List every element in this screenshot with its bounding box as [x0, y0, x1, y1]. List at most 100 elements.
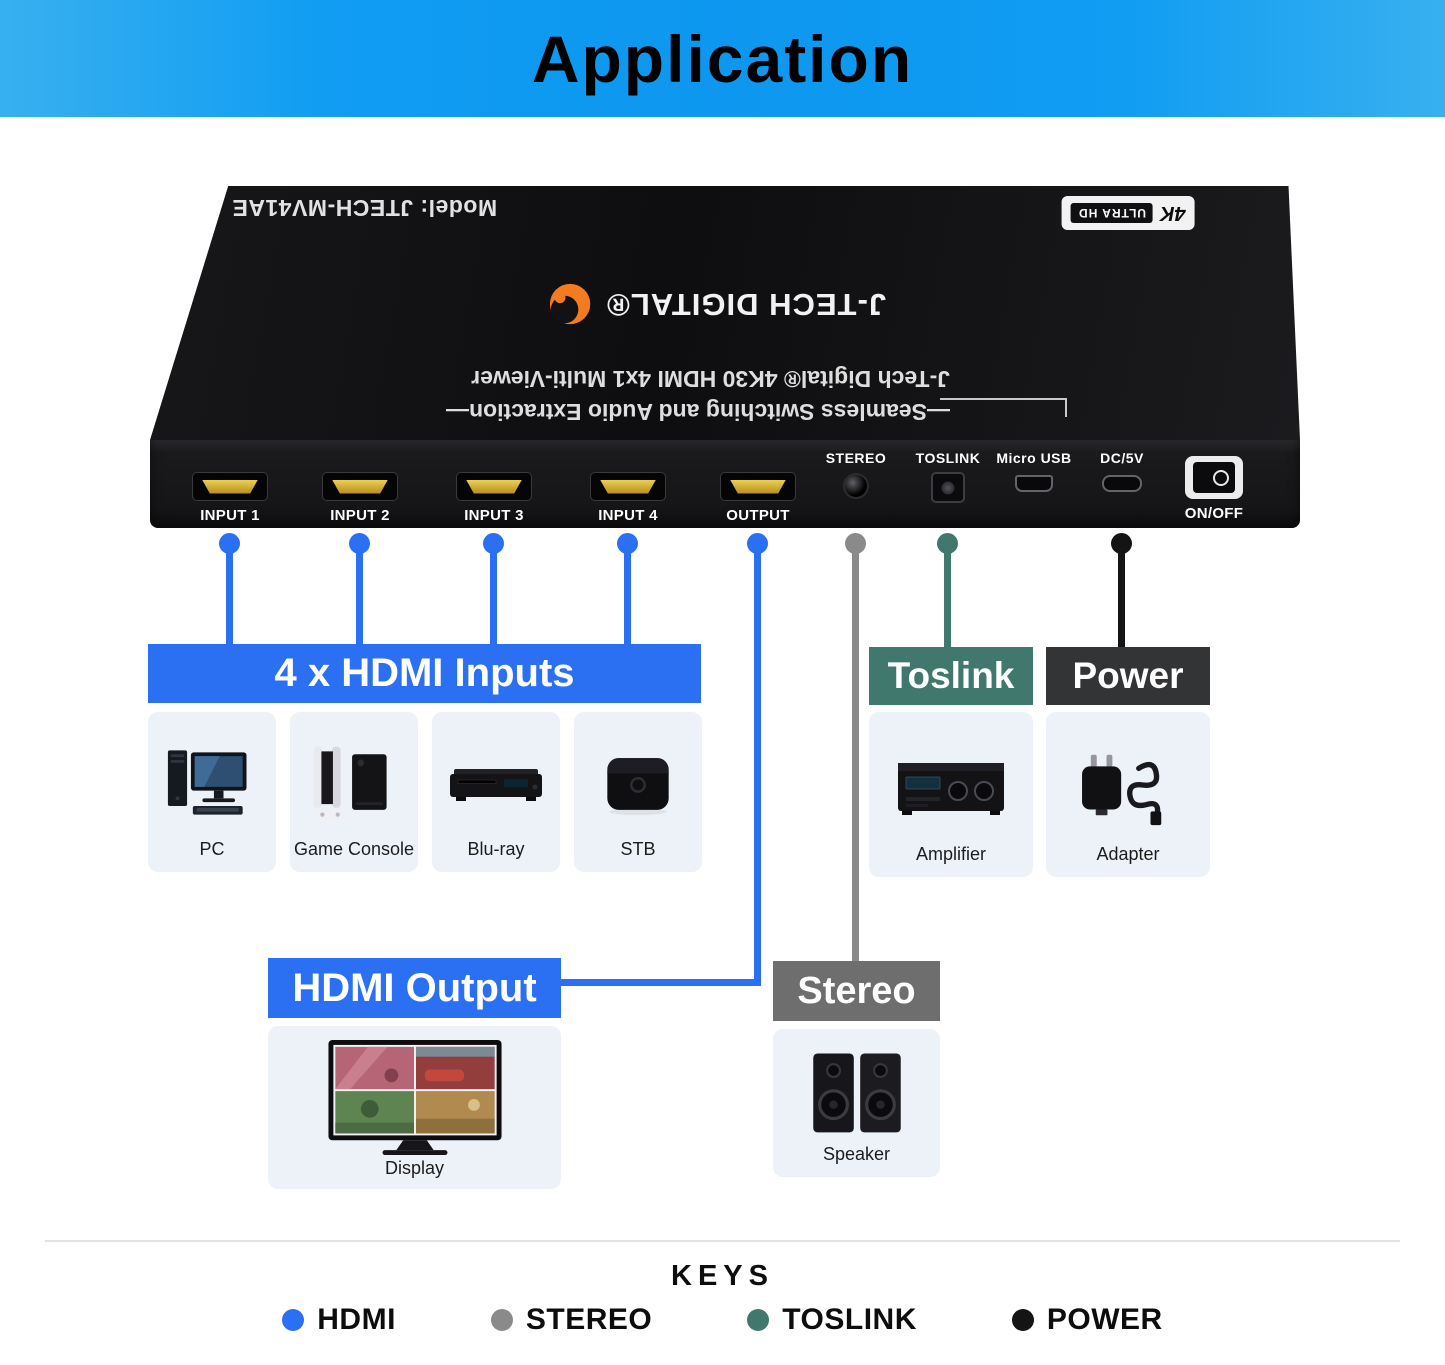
card-label-game-console: Game Console	[293, 839, 415, 859]
legend-dot-toslink-icon	[747, 1309, 770, 1331]
hdmi-connector-icon	[456, 472, 532, 501]
hdmi-connector-icon	[192, 472, 268, 501]
port-label-input-4: INPUT 4	[598, 507, 658, 524]
rocker-switch-icon	[1185, 456, 1243, 499]
legend-label-power: POWER	[1046, 1303, 1163, 1336]
bluray-player-icon	[444, 726, 548, 839]
legend-item-power: POWER	[1011, 1303, 1163, 1337]
card-amplifier: Amplifier	[869, 712, 1033, 877]
banner-hdmi-inputs-label: 4 x HDMI Inputs	[274, 651, 575, 695]
banner-power-label: Power	[1072, 655, 1184, 696]
hdmi-port-input-2: INPUT 2	[312, 440, 408, 524]
port-label-input-1: INPUT 1	[200, 507, 260, 524]
connector-line-input-1	[226, 550, 233, 646]
device-top-face: Model: JTECH-MV41AE 4K ULTRA HD J-TECH D…	[150, 186, 1300, 440]
dc5v-port: DC/5V	[1074, 440, 1170, 492]
connector-line-stereo	[852, 550, 859, 965]
speaker-icon	[809, 1043, 905, 1144]
description-bracket-line	[940, 398, 1067, 417]
card-display: Display	[268, 1026, 561, 1189]
stereo-jack-icon	[843, 473, 869, 499]
footer-divider	[45, 1240, 1400, 1242]
keys-legend: HDMI STEREO TOSLINK POWER	[0, 1303, 1445, 1337]
header-banner: Application	[0, 0, 1445, 117]
badge-ultrahd-text: ULTRA HD	[1071, 203, 1153, 223]
card-label-stb: STB	[620, 839, 656, 859]
legend-label-toslink: TOSLINK	[782, 1303, 917, 1336]
brand-lockup: J-TECH DIGITAL®	[548, 282, 886, 326]
card-label-amplifier: Amplifier	[915, 844, 986, 864]
banner-stereo: Stereo	[773, 961, 940, 1021]
connector-line-input-3	[490, 550, 497, 646]
card-game-console: Game Console	[290, 712, 418, 872]
hdmi-port-input-3: INPUT 3	[446, 440, 542, 524]
device-image: Model: JTECH-MV41AE 4K ULTRA HD J-TECH D…	[150, 186, 1300, 532]
legend-item-hdmi: HDMI	[282, 1303, 396, 1337]
connector-line-output-vertical	[754, 550, 761, 986]
banner-toslink-label: Toslink	[887, 655, 1015, 696]
banner-hdmi-output-label: HDMI Output	[292, 965, 537, 1010]
hdmi-port-input-1: INPUT 1	[182, 440, 278, 524]
multiview-display-icon	[324, 1040, 506, 1158]
banner-hdmi-inputs: 4 x HDMI Inputs	[148, 644, 701, 703]
card-label-display: Display	[384, 1158, 445, 1178]
legend-label-hdmi: HDMI	[317, 1303, 396, 1336]
legend-dot-stereo-icon	[490, 1309, 513, 1331]
card-speaker: Speaker	[773, 1029, 940, 1177]
card-stb: STB	[574, 712, 702, 872]
card-label-adapter: Adapter	[1096, 844, 1160, 864]
port-label-micro-usb: Micro USB	[996, 450, 1072, 466]
connector-line-power	[1118, 550, 1125, 650]
device-front-face: INPUT 1 INPUT 2 INPUT 3 INPUT 4 OUTPUT S…	[150, 440, 1300, 528]
card-adapter: Adapter	[1046, 712, 1210, 877]
toslink-port: TOSLINK	[900, 440, 996, 503]
banner-hdmi-output: HDMI Output	[268, 958, 561, 1018]
port-label-input-3: INPUT 3	[464, 507, 524, 524]
stereo-jack-port: STEREO	[808, 440, 904, 499]
connector-dot-power	[1111, 533, 1132, 554]
connector-dot-output	[747, 533, 768, 554]
connector-line-toslink	[944, 550, 951, 650]
port-label-toslink: TOSLINK	[915, 450, 981, 466]
page-title: Application	[531, 21, 914, 96]
hdmi-port-input-4: INPUT 4	[580, 440, 676, 524]
connector-dot-toslink	[937, 533, 958, 554]
device-description-subtitle: —Seamless Switching and Audio Extraction…	[446, 399, 950, 425]
port-label-dc5v: DC/5V	[1100, 450, 1144, 466]
4k-ultrahd-badge: 4K ULTRA HD	[1062, 196, 1195, 230]
power-switch: ON/OFF	[1166, 440, 1262, 522]
card-label-pc: PC	[199, 839, 225, 859]
hdmi-connector-icon	[322, 472, 398, 501]
banner-stereo-label: Stereo	[797, 969, 916, 1012]
banner-power: Power	[1046, 647, 1210, 705]
connector-dot-stereo	[845, 533, 866, 554]
connector-line-input-2	[356, 550, 363, 646]
legend-label-stereo: STEREO	[525, 1303, 653, 1336]
port-label-on-off: ON/OFF	[1184, 505, 1244, 522]
pc-icon	[166, 726, 258, 839]
brand-text: J-TECH DIGITAL®	[606, 287, 887, 322]
game-console-icon	[308, 726, 400, 839]
port-label-output: OUTPUT	[726, 507, 790, 524]
legend-item-stereo: STEREO	[490, 1303, 653, 1337]
connector-dot-input-1	[219, 533, 240, 554]
keys-title: KEYS	[671, 1260, 774, 1292]
brand-logo-icon	[549, 283, 591, 325]
micro-usb-port: Micro USB	[986, 440, 1082, 492]
legend-dot-power-icon	[1011, 1309, 1034, 1331]
connector-line-output-horizontal	[559, 979, 758, 986]
usb-c-connector-icon	[1102, 475, 1142, 492]
port-label-input-2: INPUT 2	[330, 507, 390, 524]
toslink-connector-icon	[931, 472, 965, 503]
micro-usb-connector-icon	[1015, 475, 1053, 492]
card-bluray: Blu-ray	[432, 712, 560, 872]
connector-dot-input-3	[483, 533, 504, 554]
card-pc: PC	[148, 712, 276, 872]
banner-toslink: Toslink	[869, 647, 1033, 705]
connector-dot-input-2	[349, 533, 370, 554]
badge-4k-text: 4K	[1160, 202, 1186, 225]
device-description: —Seamless Switching and Audio Extraction…	[446, 362, 950, 428]
amplifier-icon	[889, 726, 1013, 844]
device-model-text: Model: JTECH-MV41AE	[232, 195, 498, 221]
